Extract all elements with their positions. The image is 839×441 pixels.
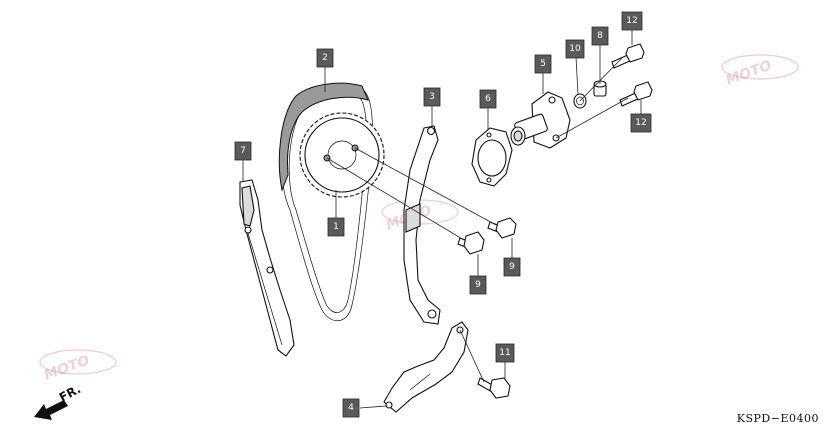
callout-label: 6 bbox=[485, 94, 491, 104]
callout-8: 8 bbox=[591, 26, 609, 46]
svg-text:MOTO: MOTO bbox=[724, 58, 774, 89]
front-arrow-icon bbox=[34, 400, 68, 420]
callout-12-top: 12 bbox=[621, 11, 643, 31]
tensioner-gasket bbox=[471, 127, 513, 187]
callout-9-right: 9 bbox=[503, 257, 521, 277]
callout-label: 9 bbox=[475, 280, 481, 290]
callout-label: 8 bbox=[597, 31, 603, 41]
guide-bracket bbox=[383, 321, 469, 413]
svg-text:MOTO: MOTO bbox=[42, 353, 92, 384]
cam-chain-guide bbox=[403, 125, 441, 325]
callout-3: 3 bbox=[423, 87, 441, 107]
callout-11: 11 bbox=[495, 343, 515, 363]
callout-12-bottom: 12 bbox=[630, 113, 652, 133]
leader-lines bbox=[242, 28, 642, 409]
callout-label: 1 bbox=[333, 222, 339, 232]
callout-6: 6 bbox=[479, 89, 497, 109]
diagram-code: KSPD−E0400 bbox=[736, 412, 819, 425]
callout-7: 7 bbox=[234, 141, 252, 161]
sealing-washer-hole bbox=[576, 96, 584, 106]
flange-bolt-lower bbox=[619, 81, 653, 107]
guide-bolt-b bbox=[457, 231, 485, 255]
callout-label: 11 bbox=[499, 348, 510, 358]
callout-label: 10 bbox=[569, 44, 581, 54]
callout-1: 1 bbox=[327, 217, 345, 237]
callout-label: 2 bbox=[322, 53, 328, 63]
callout-5: 5 bbox=[534, 54, 552, 74]
cam-sprocket bbox=[299, 112, 385, 198]
callout-label: 7 bbox=[240, 146, 246, 156]
callout-2: 2 bbox=[316, 48, 334, 68]
callout-10: 10 bbox=[565, 39, 585, 59]
callout-label: 4 bbox=[348, 403, 354, 413]
callout-label: 12 bbox=[626, 16, 637, 26]
front-direction-indicator: FR. bbox=[34, 382, 83, 420]
flange-bolt-upper bbox=[611, 43, 645, 69]
guide-bolt-a bbox=[487, 217, 517, 239]
callout-label: 3 bbox=[429, 92, 435, 102]
chain-tensioner-slipper bbox=[239, 179, 295, 357]
callout-4: 4 bbox=[342, 398, 360, 418]
tensioner-lifter bbox=[510, 91, 571, 149]
front-label: FR. bbox=[57, 382, 83, 405]
callout-9-left: 9 bbox=[469, 275, 487, 295]
watermark-logo: MOTO bbox=[39, 349, 117, 384]
callout-label: 5 bbox=[540, 59, 546, 69]
watermark-logo: MOTO bbox=[721, 54, 799, 89]
callout-label: 9 bbox=[509, 262, 515, 272]
bracket-bolt bbox=[477, 377, 511, 399]
callout-label: 12 bbox=[635, 118, 646, 128]
